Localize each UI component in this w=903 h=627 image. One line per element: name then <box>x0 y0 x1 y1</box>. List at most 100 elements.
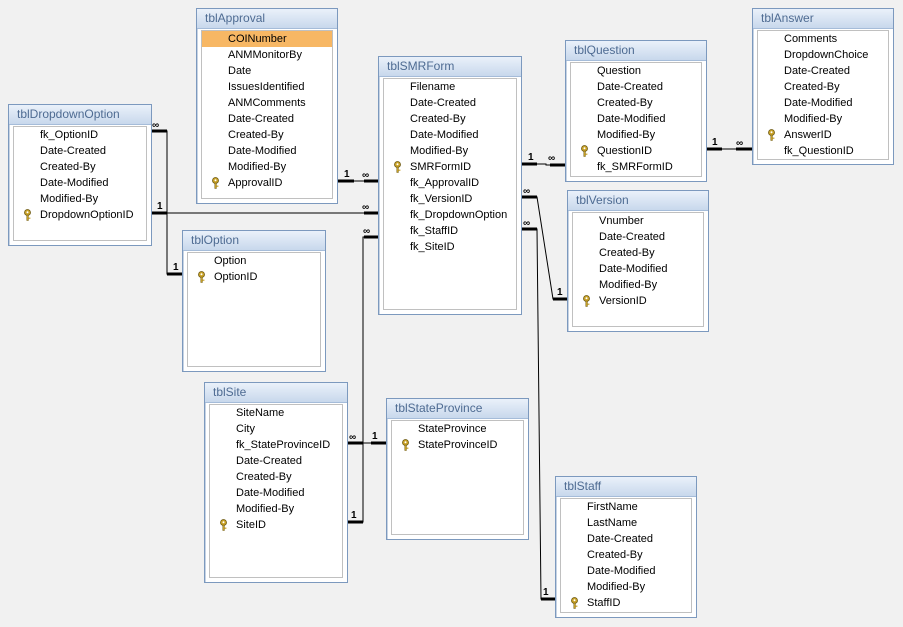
field-row[interactable]: Date-Created <box>14 143 146 159</box>
field-row[interactable]: SiteName <box>210 405 342 421</box>
field-row[interactable]: Modified-By <box>758 111 888 127</box>
field-row[interactable]: fk_OptionID <box>14 127 146 143</box>
field-row[interactable]: fk_ApprovalID <box>384 175 516 191</box>
field-row[interactable]: Comments <box>758 31 888 47</box>
field-row[interactable]: Option <box>188 253 320 269</box>
field-row[interactable]: Modified-By <box>14 191 146 207</box>
table-title[interactable]: tblDropdownOption <box>9 105 151 125</box>
field-row[interactable]: Created-By <box>758 79 888 95</box>
table-title[interactable]: tblSite <box>205 383 347 403</box>
field-row[interactable]: Date-Created <box>758 63 888 79</box>
field-row[interactable]: fk_SiteID <box>384 239 516 255</box>
field-row[interactable]: Modified-By <box>202 159 332 175</box>
field-row[interactable]: Date-Modified <box>561 563 691 579</box>
rel-smrform-version[interactable] <box>521 196 568 300</box>
field-row[interactable]: COINumber <box>202 31 332 47</box>
primary-key-field[interactable]: VersionID <box>573 293 703 309</box>
field-row[interactable]: Created-By <box>14 159 146 175</box>
field-row[interactable]: IssuesIdentified <box>202 79 332 95</box>
field-row[interactable]: Created-By <box>384 111 516 127</box>
field-row[interactable]: Date-Created <box>571 79 701 95</box>
primary-key-field[interactable]: SiteID <box>210 517 342 533</box>
primary-key-field[interactable]: DropdownOptionID <box>14 207 146 223</box>
field-row[interactable]: Date-Modified <box>573 261 703 277</box>
primary-key-field[interactable]: QuestionID <box>571 143 701 159</box>
field-row[interactable]: Date-Modified <box>202 143 332 159</box>
field-row[interactable]: Created-By <box>573 245 703 261</box>
field-row[interactable]: fk_DropdownOption <box>384 207 516 223</box>
field-row[interactable]: Date-Created <box>561 531 691 547</box>
table-title[interactable]: tblSMRForm <box>379 57 521 77</box>
field-row[interactable]: fk_StaffID <box>384 223 516 239</box>
field-row[interactable]: Modified-By <box>384 143 516 159</box>
field-row[interactable]: Date <box>202 63 332 79</box>
table-title[interactable]: tblVersion <box>568 191 708 211</box>
field-row[interactable]: fk_QuestionID <box>758 143 888 159</box>
field-row[interactable]: ANMMonitorBy <box>202 47 332 63</box>
field-row[interactable]: Date-Created <box>573 229 703 245</box>
table-title[interactable]: tblStaff <box>556 477 696 497</box>
field-row[interactable]: fk_VersionID <box>384 191 516 207</box>
field-row[interactable]: ANMComments <box>202 95 332 111</box>
primary-key-field[interactable]: StaffID <box>561 595 691 611</box>
field-row[interactable]: fk_SMRFormID <box>571 159 701 175</box>
field-row[interactable]: Filename <box>384 79 516 95</box>
field-row[interactable]: Question <box>571 63 701 79</box>
field-row[interactable]: Date-Modified <box>14 175 146 191</box>
field-row[interactable]: fk_StateProvinceID <box>210 437 342 453</box>
field-row[interactable]: Created-By <box>210 469 342 485</box>
table-title[interactable]: tblStateProvince <box>387 399 528 419</box>
field-row[interactable]: Modified-By <box>561 579 691 595</box>
primary-key-field[interactable]: StateProvinceID <box>392 437 523 453</box>
primary-key-field[interactable]: SMRFormID <box>384 159 516 175</box>
field-row[interactable]: City <box>210 421 342 437</box>
primary-key-field[interactable]: ApprovalID <box>202 175 332 191</box>
table-title[interactable]: tblQuestion <box>566 41 706 61</box>
field-row[interactable]: Modified-By <box>573 277 703 293</box>
field-row[interactable]: Vnumber <box>573 213 703 229</box>
table-title[interactable]: tblOption <box>183 231 325 251</box>
field-row[interactable]: Date-Created <box>210 453 342 469</box>
field-row[interactable]: StateProvince <box>392 421 523 437</box>
table-title[interactable]: tblApproval <box>197 9 337 29</box>
field-row[interactable]: Date-Modified <box>210 485 342 501</box>
field-row[interactable]: DropdownChoice <box>758 47 888 63</box>
field-row[interactable]: Date-Modified <box>571 111 701 127</box>
field-row[interactable]: LastName <box>561 515 691 531</box>
field-row[interactable]: Created-By <box>571 95 701 111</box>
table-title[interactable]: tblAnswer <box>753 9 893 29</box>
field-row[interactable]: Date-Modified <box>384 127 516 143</box>
primary-key-field[interactable]: AnswerID <box>758 127 888 143</box>
rel-dropdown-option[interactable] <box>151 130 183 275</box>
field-row[interactable]: Created-By <box>561 547 691 563</box>
field-row[interactable]: FirstName <box>561 499 691 515</box>
field-row[interactable]: Date-Created <box>202 111 332 127</box>
rel-site-smrform[interactable] <box>347 236 380 523</box>
primary-key-field[interactable]: OptionID <box>188 269 320 285</box>
field-row[interactable]: Modified-By <box>210 501 342 517</box>
field-row[interactable]: Date-Modified <box>758 95 888 111</box>
field-row[interactable]: Date-Created <box>384 95 516 111</box>
field-row[interactable]: Created-By <box>202 127 332 143</box>
field-row[interactable]: Modified-By <box>571 127 701 143</box>
